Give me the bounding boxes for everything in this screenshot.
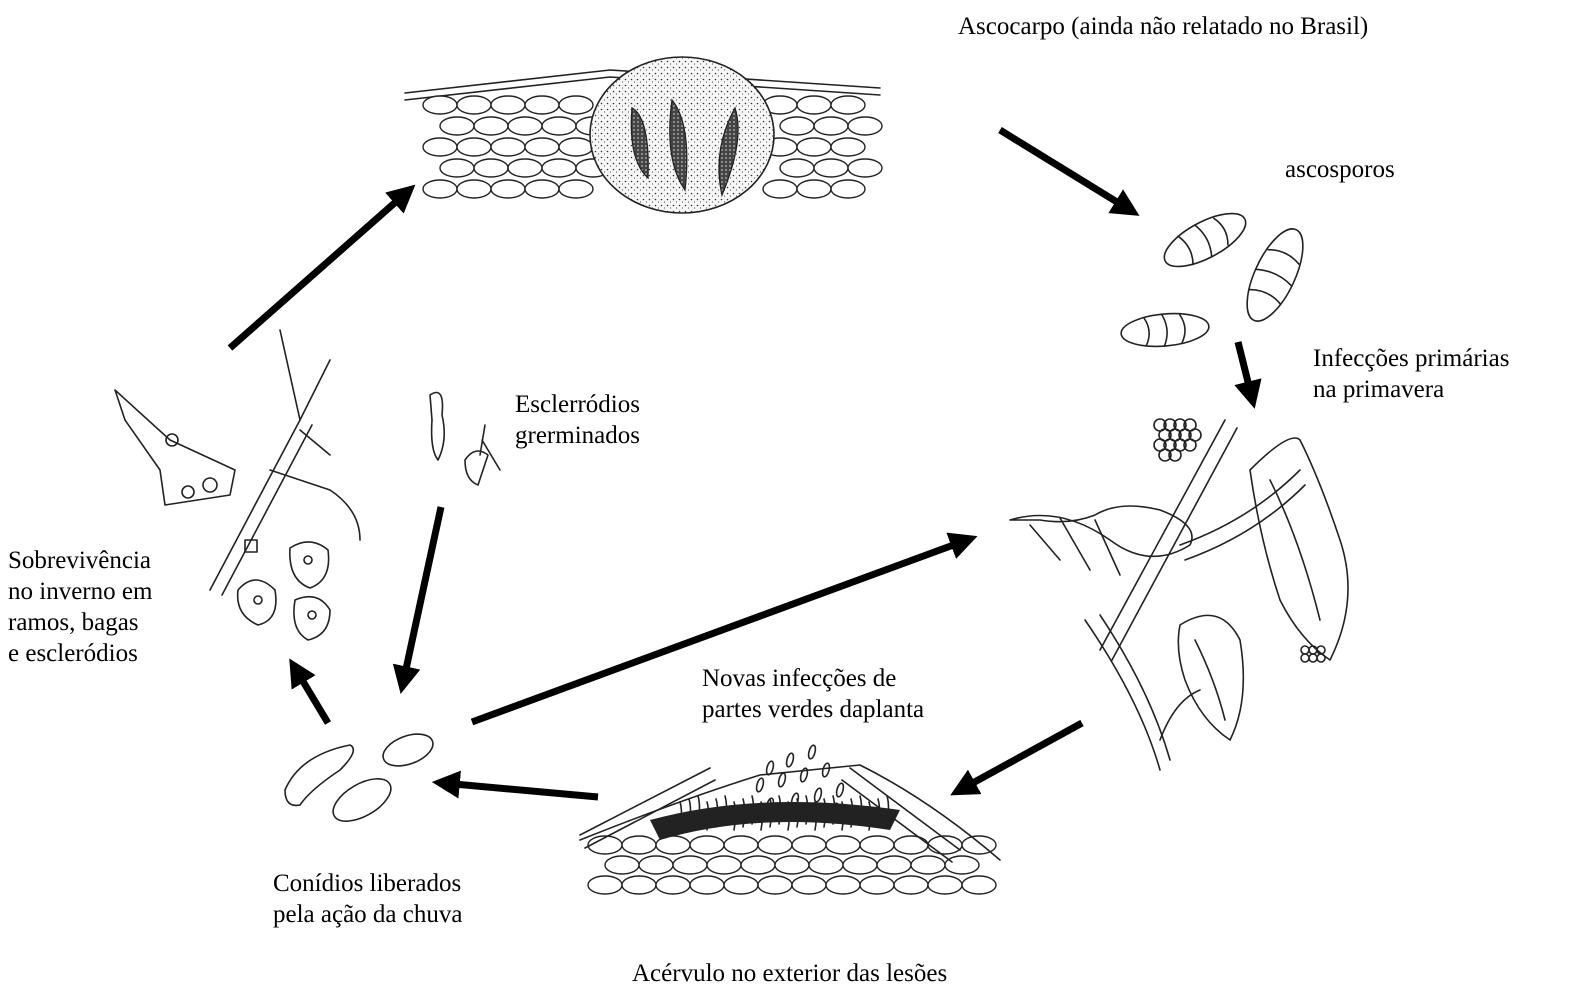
arrow-to-ascospores (1000, 130, 1130, 210)
acervulus-drawing (580, 744, 1000, 894)
label-ascocarp: Ascocarpo (ainda não relatado no Brasil) (958, 11, 1368, 42)
arrow-from-sclerotia (403, 507, 441, 683)
label-acervulus: Acérvulo no exterior das lesões (632, 958, 947, 989)
label-ascospores: ascosporos (1285, 154, 1395, 185)
germinated-sclerotia-drawing (430, 393, 500, 486)
arrow-to-acervulus (960, 723, 1082, 790)
arrow-to-ascocarp (230, 192, 407, 348)
conidia-drawing (285, 728, 437, 830)
grapevine-drawing (1010, 419, 1348, 770)
arrow-to-conidia (443, 783, 598, 797)
arrow-to-survival (295, 668, 328, 723)
arrow-to-primary-infection (1238, 342, 1252, 398)
ascocarp-drawing (405, 57, 882, 213)
ascospores-drawing (1120, 203, 1314, 350)
